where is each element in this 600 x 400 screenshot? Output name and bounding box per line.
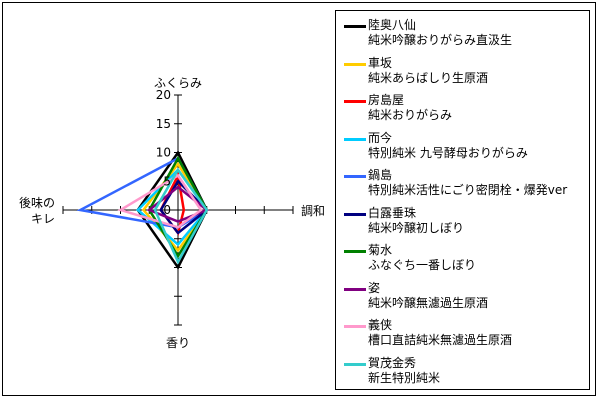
legend-item-2: 房島屋純米おりがらみ	[336, 90, 589, 127]
legend-item-4: 鍋島特別純米活性にごり密閉栓・爆発ver	[336, 165, 589, 202]
tick-label-1: 5	[163, 174, 171, 188]
legend-name-4: 鍋島	[368, 168, 393, 182]
legend-subname-6: ふなぐち一番しぼり	[368, 258, 477, 272]
legend-subname-9: 新生特別純米	[368, 370, 441, 385]
axis-label-0: ふくらみ	[154, 76, 202, 90]
legend-name-1: 車坂	[368, 55, 393, 70]
legend-subname-3: 特別純米 九号酵母おりがらみ	[368, 145, 528, 160]
series-polygon-9	[153, 167, 209, 265]
legend-item-3: 而今特別純米 九号酵母おりがらみ	[336, 128, 589, 165]
legend-name-8: 義侠	[368, 318, 393, 332]
radar-axes	[62, 94, 294, 326]
legend-item-9: 賀茂金秀新生特別純米	[336, 353, 589, 390]
legend-subname-0: 純米吟醸おりがらみ直汲生	[368, 33, 513, 47]
legend-swatch-0	[344, 25, 366, 28]
legend-swatch-5	[344, 212, 366, 216]
tick-label-2: 10	[156, 146, 171, 160]
legend-swatch-4	[344, 175, 366, 178]
axis-label-2: 香り	[166, 336, 190, 350]
legend-subname-4: 特別純米活性にごり密閉栓・爆発ver	[368, 183, 568, 197]
axis-label-1: 調和	[301, 204, 325, 218]
legend-item-0: 陸奥八仙純米吟醸おりがらみ直汲生	[336, 15, 589, 52]
series-polygon-8	[117, 173, 203, 229]
legend-swatch-8	[344, 325, 366, 328]
legend-item-5: 白露垂珠純米吟醸初しぼり	[336, 203, 589, 240]
tick-label-0: 0	[163, 203, 171, 217]
legend-name-3: 而今	[368, 130, 393, 145]
tick-label-3: 15	[156, 117, 171, 131]
legend-name-2: 房島屋	[368, 93, 405, 107]
legend-name-6: 菊水	[368, 243, 393, 257]
radar-series	[76, 150, 210, 270]
legend-name-7: 姿	[368, 280, 381, 295]
series-polygon-5	[159, 179, 209, 235]
legend-item-1: 車坂純米あらばしり生原酒	[336, 53, 589, 90]
legend: 陸奥八仙純米吟醸おりがらみ直汲生車坂純米あらばしり生原酒房島屋純米おりがらみ而今…	[335, 10, 590, 390]
legend-name-0: 陸奥八仙	[368, 18, 417, 32]
legend-swatch-9	[344, 362, 366, 366]
legend-subname-5: 純米吟醸初しぼり	[368, 220, 465, 235]
legend-item-6: 菊水ふなぐち一番しぼり	[336, 240, 589, 277]
legend-name-9: 賀茂金秀	[368, 355, 417, 370]
legend-subname-2: 純米おりがらみ	[368, 108, 453, 122]
legend-swatch-3	[344, 137, 366, 141]
legend-name-5: 白露垂珠	[368, 205, 417, 220]
axis-label-3: 後味のキレ	[19, 196, 55, 226]
legend-swatch-7	[344, 287, 366, 291]
tick-label-4: 20	[156, 88, 171, 102]
legend-swatch-1	[344, 62, 366, 66]
legend-swatch-6	[344, 250, 366, 253]
legend-subname-8: 槽口直詰純米無濾過生原酒	[368, 333, 513, 347]
legend-swatch-2	[344, 100, 366, 103]
legend-subname-7: 純米吟醸無濾過生原酒	[368, 295, 489, 310]
legend-item-7: 姿純米吟醸無濾過生原酒	[336, 278, 589, 315]
legend-subname-1: 純米あらばしり生原酒	[368, 70, 489, 85]
legend-item-8: 義侠槽口直詰純米無濾過生原酒	[336, 315, 589, 352]
series-polygon-6	[147, 155, 209, 259]
